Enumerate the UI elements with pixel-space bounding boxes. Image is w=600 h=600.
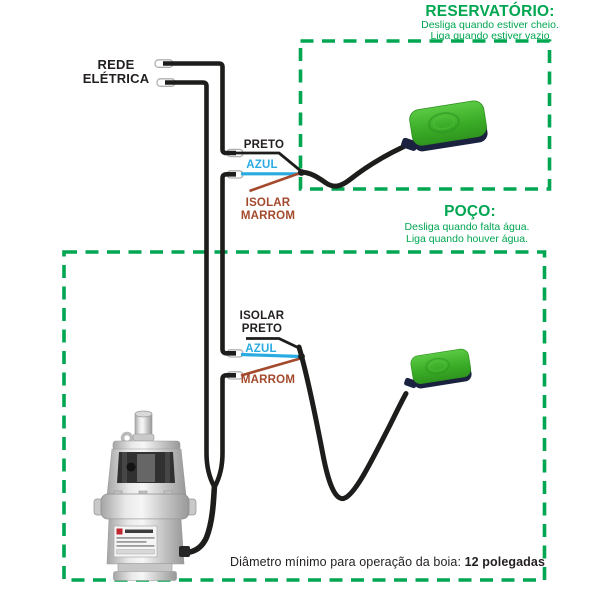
pump-base	[113, 571, 177, 581]
footer-note-text: Diâmetro mínimo para operação da boia:	[230, 555, 465, 569]
boia1-marrom-wire-isolada	[249, 171, 302, 193]
pump-outlet-rim	[134, 410, 153, 418]
rede-wire-1	[163, 61, 236, 156]
float1-emboss-logo	[428, 112, 460, 134]
rede-eletrica-label-line2: ELÉTRICA	[82, 71, 150, 86]
reservatorio-line2: Liga quando estiver vazio	[430, 29, 550, 42]
reservatorio-title: RESERVATÓRIO:	[425, 3, 555, 20]
pump-nameplate-brand	[125, 529, 153, 533]
junction1-marrom-label: MARROM	[240, 209, 296, 222]
rede-wire-2	[165, 80, 217, 488]
pump-nameplate-line-2	[116, 541, 147, 543]
pump-nameplate-line-3	[116, 545, 155, 547]
pump-nameplate-line-1	[116, 537, 155, 539]
reservatorio-line1: Desliga quando estiver cheio.	[421, 19, 559, 31]
pump-top-cap	[112, 440, 181, 451]
boia1-preto-wire	[235, 151, 303, 173]
float2-emboss-inner	[428, 360, 447, 372]
junction2-isolar-label: ISOLAR	[239, 310, 285, 322]
azul-link-wire	[220, 172, 236, 356]
poco-title: POÇO:	[444, 203, 496, 220]
boia2-cable	[296, 344, 409, 501]
junction2-marrom-label: MARROM	[240, 373, 296, 386]
junction1-isolar-label: ISOLAR	[245, 197, 291, 209]
pump-cage-post-left	[122, 452, 127, 483]
poco-dashed-box	[62, 250, 547, 582]
marrom-link-wire	[212, 373, 236, 488]
rede-eletrica-label-line1: REDE	[97, 57, 135, 72]
pump-pipe-collar	[132, 433, 155, 442]
boia1-cable	[298, 144, 407, 189]
junction2-azul-label: AZUL	[245, 343, 277, 355]
pump-cage-post-right	[165, 452, 170, 483]
junction2-preto-label: PRETO	[241, 322, 283, 335]
reservatorio-dashed-box	[298, 39, 552, 191]
float-switch-reservatorio	[401, 100, 488, 152]
float2-body	[410, 348, 472, 385]
boia2-marrom-wire	[240, 356, 303, 377]
poco-line2: Liga quando houver água.	[405, 232, 529, 245]
poco-line1: Desliga quando falta água.	[404, 221, 530, 233]
pump-cable-gland	[179, 546, 190, 557]
junction1-azul-label: AZUL	[246, 159, 278, 171]
footer-note: Diâmetro mínimo para operação da boia: 1…	[200, 555, 545, 570]
pump-knob	[126, 462, 136, 472]
wires	[163, 61, 409, 556]
float2-emboss-logo	[425, 357, 450, 375]
water-pump	[93, 410, 197, 581]
junction1-preto-label: PRETO	[243, 139, 285, 151]
float1-emboss-inner	[432, 115, 456, 130]
footer-note-value: 12 polegadas	[464, 555, 545, 569]
pump-cable	[184, 482, 218, 556]
boia2-azul-wire	[240, 352, 302, 359]
pump-flange-ring	[100, 493, 190, 520]
float1-body	[409, 100, 487, 146]
pump-inner-cylinder	[137, 454, 155, 482]
pump-nameplate-logo	[116, 528, 123, 535]
boia2-preto-wire-isolada	[246, 337, 300, 350]
float-switch-poco	[404, 348, 472, 389]
pump-nameplate-table	[116, 549, 155, 555]
